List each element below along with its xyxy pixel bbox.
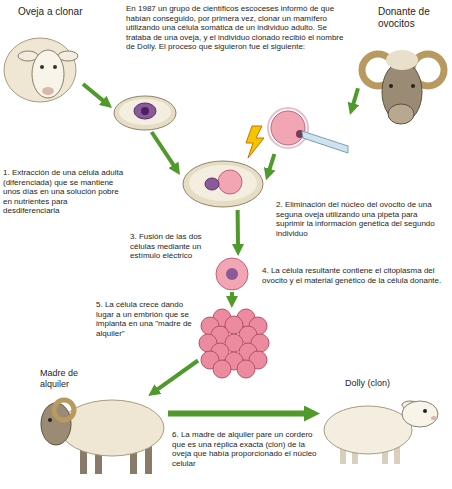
- fusion-dish: [183, 161, 263, 207]
- donor-sheep-part: [4, 38, 76, 102]
- sheep-to-clone: Oveja a clonar: [5, 24, 83, 104]
- surrogate-mother: Madre de alquiler: [36, 396, 168, 476]
- oocyte-pipette-part: [271, 111, 305, 145]
- donor-sheep-part: [42, 87, 54, 95]
- node-text: 5. La célula crece dando lugar a un embr…: [96, 300, 196, 338]
- step-box: 1. Extracción de una célula adulta (dife…: [112, 92, 178, 132]
- process-arrow: [83, 84, 106, 103]
- dolly-lamb-part: [431, 416, 437, 420]
- step-caption: 6. La madre de alquiler pare un cordero …: [172, 430, 318, 468]
- fused-cell: [216, 258, 248, 290]
- fused-cell-part: [216, 258, 248, 290]
- electric-spark-part: [246, 126, 264, 158]
- oocyte-donor-ram-part: [411, 84, 415, 88]
- node-text: 1. Extracción de una célula adulta (dife…: [3, 168, 125, 216]
- node-text: 3. Fusión de las dos células mediante un…: [130, 232, 226, 261]
- fusion-dish-part: [189, 165, 257, 201]
- step-box: 2. Eliminación del núcleo del ovocito de…: [266, 108, 350, 154]
- oocyte-pipette-part: [268, 108, 308, 148]
- culture-dish: [114, 96, 176, 130]
- fusion-dish-part: [183, 161, 263, 207]
- process-arrow: [155, 361, 198, 392]
- node-text: Dolly (clon): [345, 378, 425, 389]
- embryo-part: [213, 360, 231, 378]
- culture-dish-part: [119, 99, 171, 125]
- embryo-part: [237, 360, 255, 378]
- node-text: Oveja a clonar: [18, 6, 108, 18]
- process-arrow: [230, 292, 234, 300]
- node-text: 2. Eliminación del núcleo del ovocito de…: [276, 200, 448, 238]
- surrogate-sheep-part: [48, 418, 52, 422]
- clone: Dolly (clon): [320, 396, 446, 466]
- oocyte-donor-ram: [362, 50, 444, 124]
- process-arrow: [268, 154, 274, 173]
- step-box: 3. Fusión de las dos células mediante un…: [180, 156, 266, 210]
- process-arrow: [168, 411, 310, 417]
- intro-note: En 1987 un grupo de científicos escocese…: [126, 4, 346, 52]
- oocyte-pipette-part: [302, 131, 348, 153]
- surrogate-sheep-part: [54, 400, 74, 420]
- process-arrow: [236, 210, 240, 248]
- fused-cell-part: [226, 268, 238, 280]
- fusion-dish-part: [218, 170, 242, 194]
- donor-sheep: [4, 38, 78, 102]
- process-arrow: [352, 88, 358, 107]
- embryo: [199, 309, 269, 378]
- fusion-dish-part: [205, 178, 219, 190]
- culture-dish-part: [141, 107, 149, 115]
- oocyte-donor-ram-part: [386, 50, 418, 70]
- node-text: Donante de ovocitos: [378, 6, 448, 30]
- dolly-lamb-part: [324, 406, 412, 454]
- dolly-lamb: [324, 401, 438, 464]
- culture-dish-part: [134, 103, 156, 119]
- node-text: Madre de alquiler: [40, 368, 102, 390]
- donor-sheep-part: [53, 65, 57, 69]
- oocyte-donor-ram-part: [389, 84, 393, 88]
- step-box: 4. La célula resultante contiene el cito…: [214, 256, 250, 292]
- oocyte-donor: Donante de ovocitos: [358, 42, 448, 126]
- step-box: 5. La célula crece dando lugar a un embr…: [198, 308, 270, 378]
- donor-sheep-part: [40, 65, 44, 69]
- culture-dish-part: [114, 96, 176, 130]
- surrogate-sheep-part: [145, 446, 152, 474]
- oocyte-pipette: [268, 108, 348, 153]
- dolly-lamb-part: [423, 409, 427, 413]
- node-text: 4. La célula resultante contiene el cito…: [262, 266, 446, 285]
- donor-sheep-part: [32, 50, 64, 98]
- dolly-lamb-part: [402, 401, 438, 427]
- process-arrow: [152, 132, 176, 168]
- surrogate-sheep: [41, 400, 164, 474]
- electric-spark: [246, 126, 264, 158]
- oocyte-donor-ram-part: [388, 104, 414, 124]
